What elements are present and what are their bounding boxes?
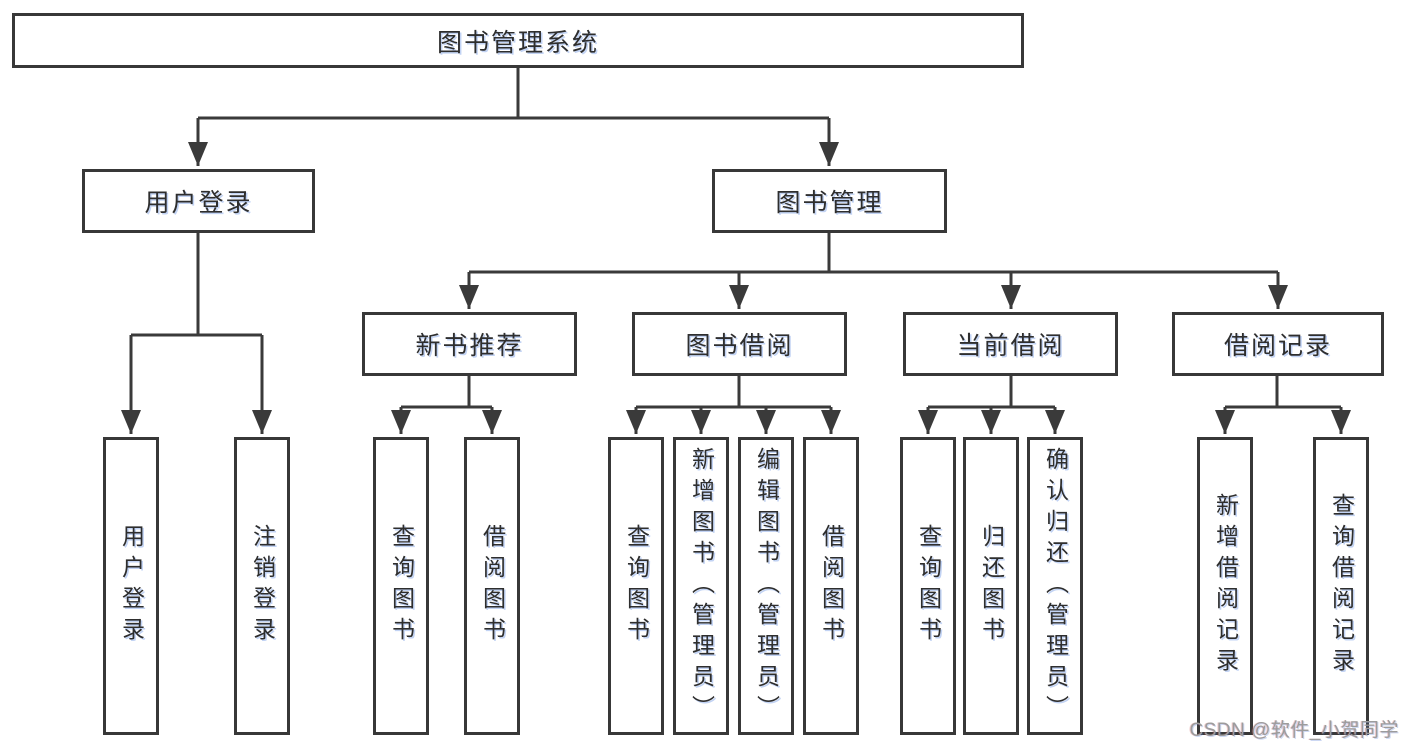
node-label: 借阅记录: [1223, 332, 1332, 360]
node-current-borrowing: 当前借阅: [903, 312, 1118, 376]
leaf-add-books-admin: 新增图书（管理员）: [673, 437, 729, 735]
node-label: 新增借阅记录: [1212, 493, 1239, 679]
leaf-query-books-recommend: 查询图书: [373, 437, 429, 735]
node-label: 用户登录: [144, 189, 253, 217]
leaf-add-borrow-record: 新增借阅记录: [1197, 437, 1253, 735]
leaf-logout: 注销登录: [234, 437, 290, 735]
leaf-confirm-return-admin: 确认归还（管理员）: [1027, 437, 1083, 735]
node-label: 确认归还（管理员）: [1042, 446, 1069, 726]
node-label: 查询图书: [915, 524, 942, 648]
node-label: 图书管理: [775, 189, 884, 217]
csdn-watermark: CSDN @软件_小贺同学: [1189, 720, 1399, 741]
node-borrowing-records: 借阅记录: [1172, 312, 1384, 376]
leaf-return-books: 归还图书: [963, 437, 1019, 735]
leaf-query-books-borrowing: 查询图书: [608, 437, 664, 735]
leaf-query-borrow-record: 查询借阅记录: [1313, 437, 1369, 735]
node-label: 归还图书: [978, 524, 1005, 648]
node-book-management-branch: 图书管理: [712, 169, 947, 233]
leaf-edit-books-admin: 编辑图书（管理员）: [738, 437, 794, 735]
connector-group: [121, 68, 1351, 434]
node-label: 查询图书: [623, 524, 650, 648]
node-new-book-recommend: 新书推荐: [362, 312, 577, 376]
node-label: 编辑图书（管理员）: [753, 446, 780, 726]
leaf-query-books-current: 查询图书: [900, 437, 956, 735]
node-label: 新增图书（管理员）: [688, 446, 715, 726]
leaf-borrow-books-recommend: 借阅图书: [464, 437, 520, 735]
node-label: 查询图书: [388, 524, 415, 648]
node-label: 查询借阅记录: [1328, 493, 1355, 679]
node-user-login-branch: 用户登录: [82, 169, 315, 233]
node-system-root: 图书管理系统: [12, 13, 1024, 68]
node-label: 图书管理系统: [436, 28, 599, 57]
node-book-borrowing: 图书借阅: [632, 312, 847, 376]
node-label: 当前借阅: [956, 332, 1065, 360]
node-label: 借阅图书: [818, 524, 845, 648]
node-label: 图书借阅: [685, 332, 794, 360]
node-label: 新书推荐: [415, 332, 524, 360]
node-label: 借阅图书: [479, 524, 506, 648]
node-label: 注销登录: [249, 524, 276, 648]
leaf-borrow-books: 借阅图书: [803, 437, 859, 735]
leaf-user-login: 用户登录: [103, 437, 159, 735]
node-label: 用户登录: [118, 524, 145, 648]
